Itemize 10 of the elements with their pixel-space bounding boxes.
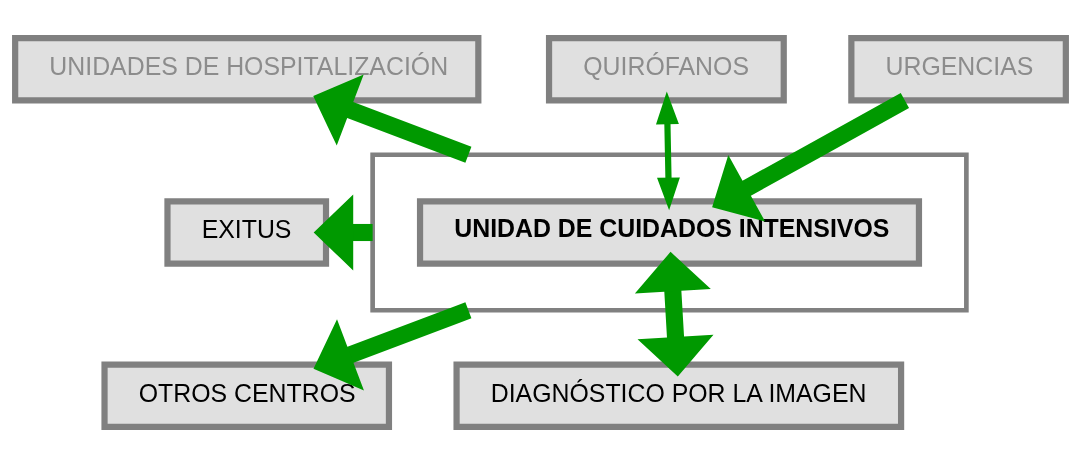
- node-box: QUIRÓFANOS: [545, 35, 787, 104]
- node-box: URGENCIAS: [848, 35, 1069, 104]
- node-box: EXITUS: [164, 198, 330, 267]
- node-box: OTROS CENTROS: [101, 361, 393, 430]
- arrow: [655, 91, 680, 211]
- node-box: UNIDADES DE HOSPITALIZACIÓN: [12, 35, 482, 104]
- arrow: [313, 194, 373, 271]
- arrow: [634, 251, 714, 377]
- node-box: UNIDAD DE CUIDADOS INTENSIVOS: [416, 198, 923, 267]
- node-box: DIAGNÓSTICO POR LA IMAGEN: [453, 361, 905, 430]
